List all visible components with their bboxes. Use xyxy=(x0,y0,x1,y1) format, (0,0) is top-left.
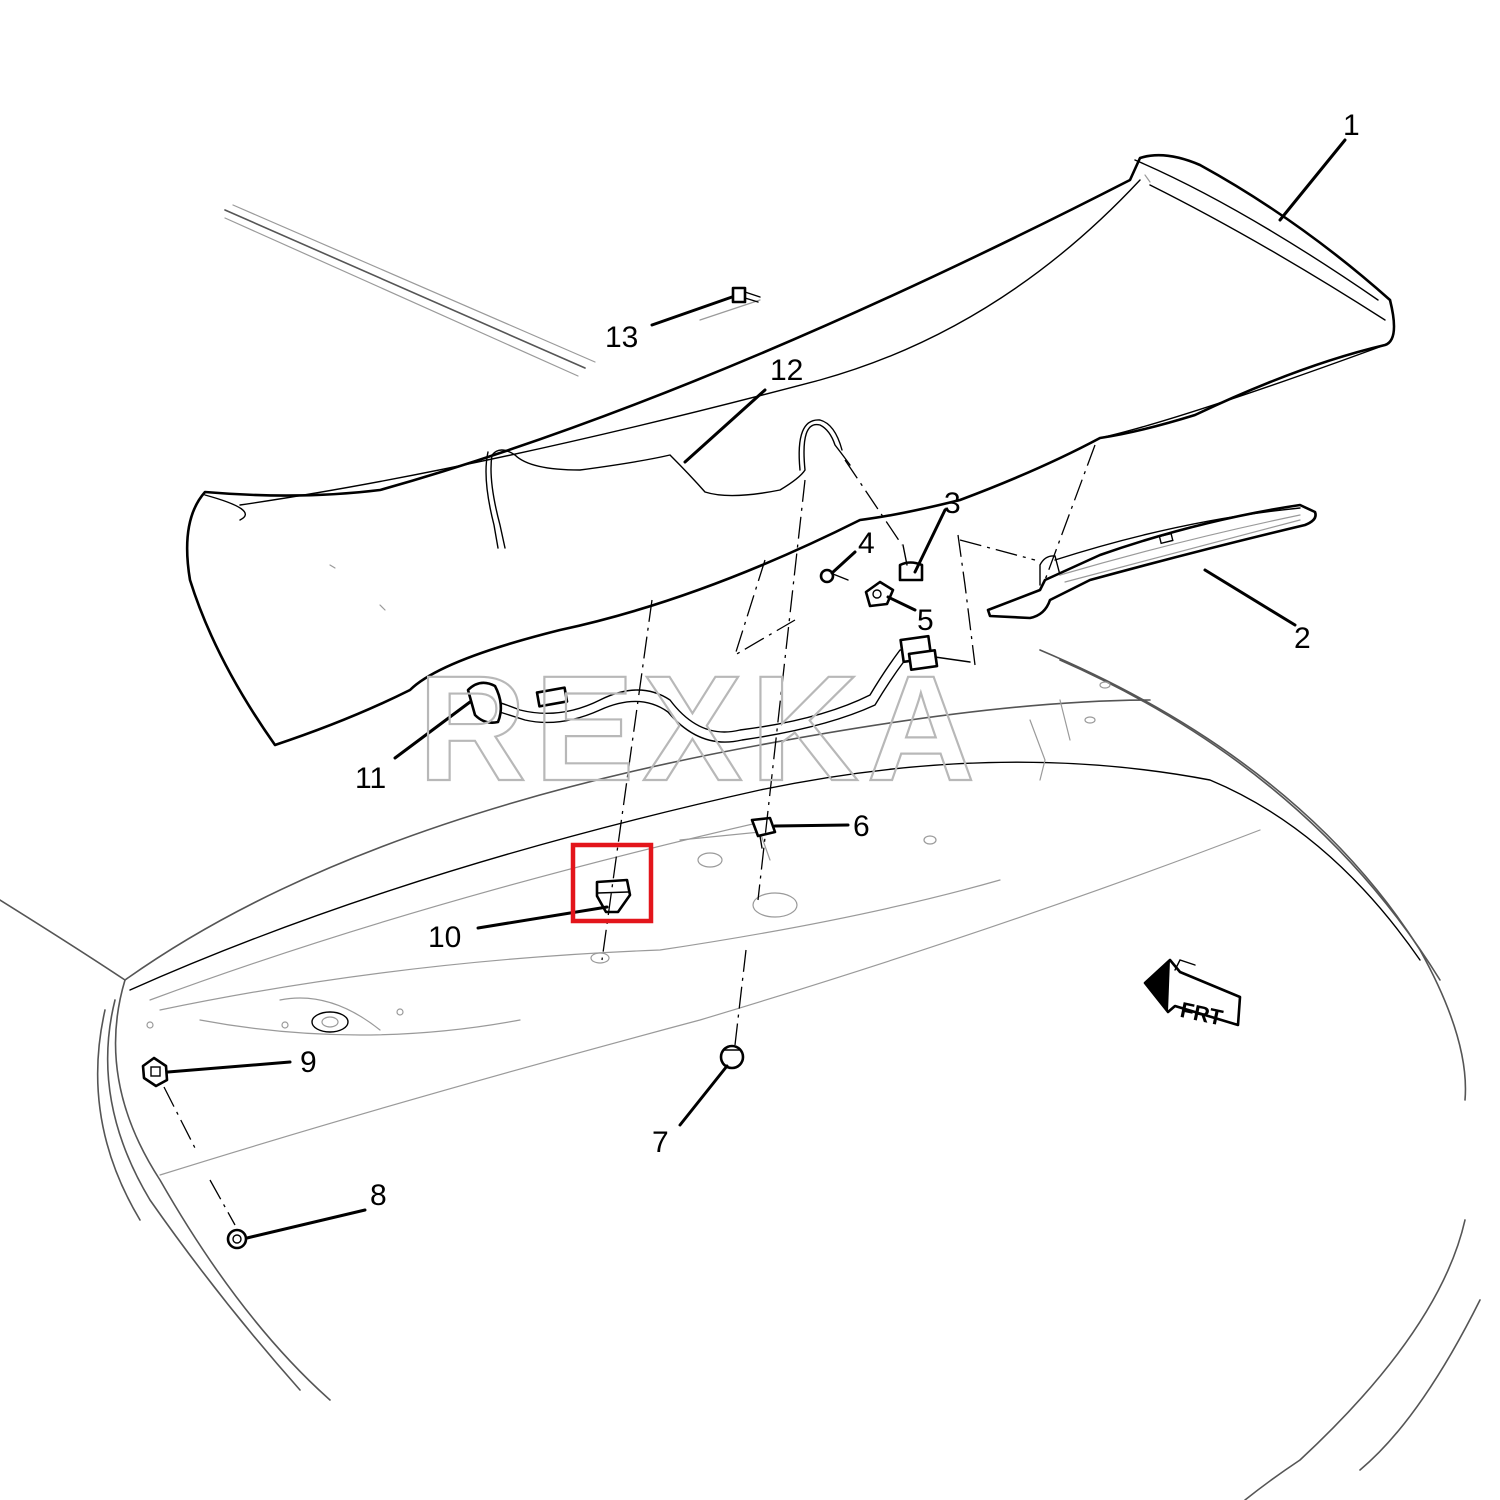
fastener-7 xyxy=(719,1044,745,1070)
callout-2: 2 xyxy=(1294,622,1311,655)
fastener-9 xyxy=(141,1056,169,1088)
callout-6: 6 xyxy=(853,810,870,843)
fastener-5 xyxy=(864,580,895,608)
callout-9: 9 xyxy=(300,1046,317,1079)
callout-11: 11 xyxy=(355,762,386,795)
fastener-13 xyxy=(731,286,761,304)
watermark-text: REXKA xyxy=(418,644,983,812)
callout-13: 13 xyxy=(605,321,638,354)
rear-spoiler xyxy=(185,153,1396,747)
vehicle-body xyxy=(0,204,1481,1500)
wiring-harness-upper xyxy=(485,419,851,549)
callout-1: 1 xyxy=(1343,109,1360,142)
callout-12: 12 xyxy=(770,354,803,387)
leader-lines xyxy=(166,138,1347,1240)
front-direction-marker: FRT xyxy=(1143,958,1242,1031)
callout-3: 3 xyxy=(944,487,961,520)
callout-4: 4 xyxy=(858,527,875,560)
callout-5: 5 xyxy=(917,604,934,637)
fastener-10 xyxy=(595,878,632,914)
fastener-6 xyxy=(750,816,777,849)
callout-7: 7 xyxy=(652,1126,669,1159)
stop-lamp xyxy=(986,503,1317,620)
fastener-8 xyxy=(226,1228,248,1250)
highlight-box xyxy=(570,842,654,924)
wiring-harness-lower xyxy=(466,634,971,743)
callout-labels: 1 2 3 4 5 6 7 8 9 10 11 12 13 xyxy=(300,109,1360,1212)
assembly-lines xyxy=(163,444,1096,1226)
callout-10: 10 xyxy=(428,921,461,954)
callout-8: 8 xyxy=(370,1179,387,1212)
fastener-4 xyxy=(819,568,849,584)
